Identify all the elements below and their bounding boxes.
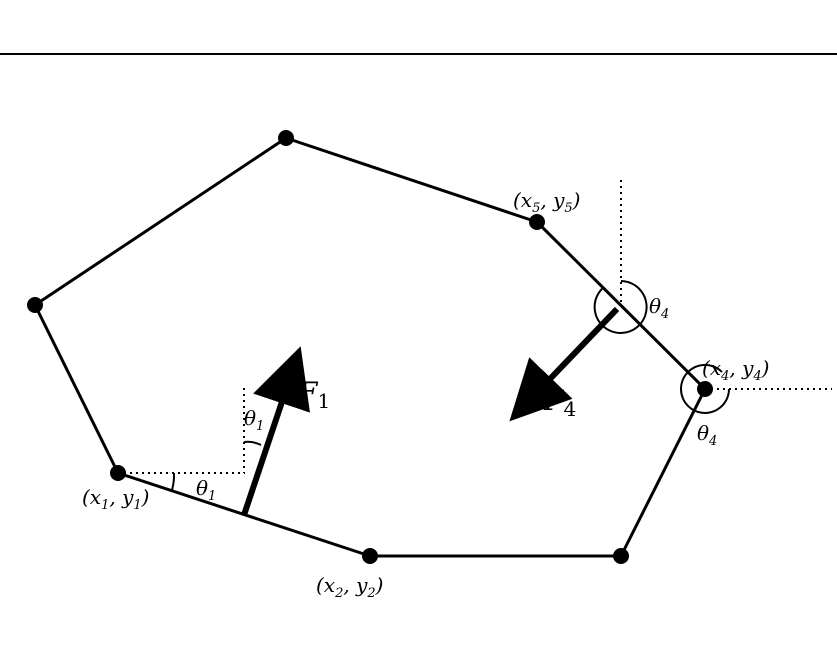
label-x4-y4: (x4, y4) [702, 356, 769, 384]
angle-arc-theta4-upper [593, 280, 648, 334]
vertex-left [27, 297, 43, 313]
angle-arc-theta1-lower [171, 472, 176, 491]
label-force-f4: F4 [543, 384, 576, 421]
force-arrow-f1 [241, 346, 310, 516]
vertex-p5 [529, 214, 545, 230]
vertex-bottom-right [613, 548, 629, 564]
vertex-p4 [697, 381, 713, 397]
label-x1-y1: (x1, y1) [82, 485, 149, 513]
label-theta4-lower: θ4 [697, 421, 717, 449]
vertex-p1 [110, 465, 126, 481]
label-x2-y2: (x2, y2) [316, 573, 383, 601]
polygon-outline [33, 136, 707, 558]
angle-arc-theta4-lower [680, 363, 730, 414]
label-x5-y5: (x5, y5) [513, 188, 580, 216]
vertex-p2 [362, 548, 378, 564]
label-force-f1: F1 [297, 376, 330, 413]
vertex-top [278, 130, 294, 146]
label-theta1-lower: θ1 [196, 476, 216, 504]
angle-arc-theta1-upper [243, 440, 262, 446]
label-theta1-upper: θ1 [244, 406, 264, 434]
force-arrow-f4 [509, 306, 620, 422]
label-theta4-upper: θ4 [649, 294, 669, 322]
